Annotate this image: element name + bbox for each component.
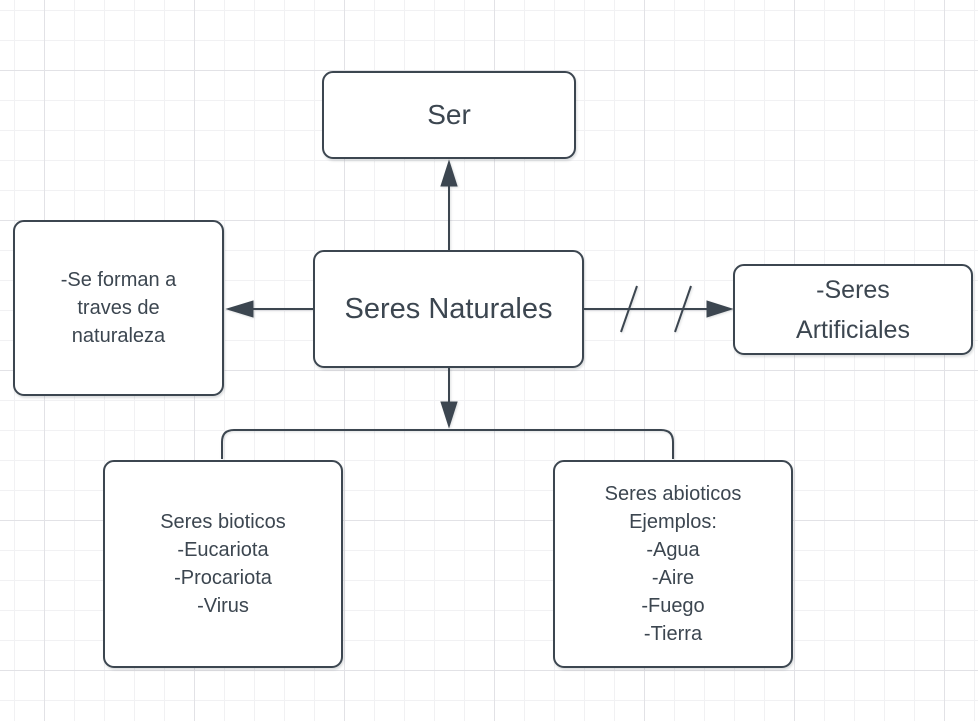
arrowhead-right-icon[interactable]: [706, 300, 734, 318]
node-label: Ser: [427, 99, 471, 130]
node-label: -Seres Artificiales: [796, 275, 910, 344]
node-ser[interactable]: Ser: [322, 71, 576, 159]
node-label: -Se forman a traves de naturaleza: [60, 269, 177, 347]
node-seres-abioticos[interactable]: Seres abioticos Ejemplos: -Agua -Aire -F…: [553, 460, 793, 668]
edge-naturales-to-ser[interactable]: [440, 159, 458, 250]
edge-naturales-to-branch[interactable]: [440, 368, 458, 429]
slash-mark-icon[interactable]: [674, 285, 692, 333]
node-label: Seres Naturales: [344, 292, 553, 325]
arrowhead-left-icon[interactable]: [225, 300, 254, 318]
arrowhead-down-icon[interactable]: [440, 401, 458, 429]
arrowhead-up-icon[interactable]: [440, 159, 458, 187]
node-formacion-note[interactable]: -Se forman a traves de naturaleza: [13, 220, 224, 396]
node-label: Seres bioticos -Eucariota -Procariota -V…: [160, 511, 286, 617]
branch-bracket[interactable]: [221, 429, 674, 459]
node-label: Seres abioticos Ejemplos: -Agua -Aire -F…: [604, 483, 742, 645]
node-seres-naturales[interactable]: Seres Naturales: [313, 250, 584, 368]
slash-mark-icon[interactable]: [620, 285, 638, 333]
edge-naturales-to-note[interactable]: [225, 300, 313, 318]
edge-naturales-to-artificiales[interactable]: [584, 285, 734, 333]
node-seres-artificiales[interactable]: -Seres Artificiales: [733, 264, 973, 355]
node-seres-bioticos[interactable]: Seres bioticos -Eucariota -Procariota -V…: [103, 460, 343, 668]
